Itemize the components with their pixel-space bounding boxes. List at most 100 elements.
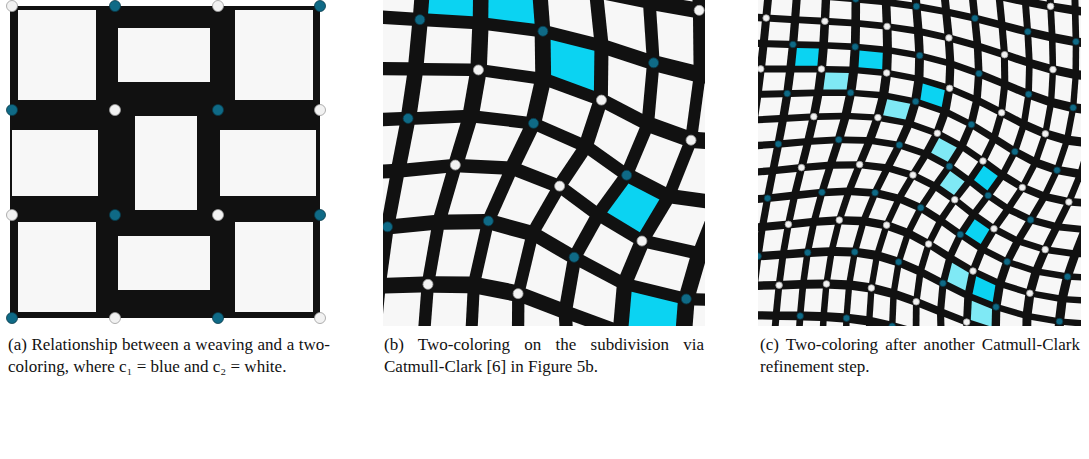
face-tile bbox=[1049, 108, 1069, 135]
vertex-dot bbox=[883, 70, 890, 77]
vertex-dot bbox=[970, 268, 977, 275]
vertex-dot bbox=[798, 164, 805, 171]
vertex-dot bbox=[315, 105, 326, 116]
face-tile bbox=[948, 0, 971, 14]
vertex-dot bbox=[980, 158, 987, 165]
face-tile bbox=[1063, 325, 1081, 326]
face-tile bbox=[853, 257, 873, 283]
face-tile bbox=[942, 117, 967, 142]
vertex-dot bbox=[763, 15, 770, 22]
face-tile bbox=[940, 171, 965, 195]
vertex-dot bbox=[946, 35, 953, 42]
face-tile bbox=[982, 51, 1002, 79]
vertex-dot bbox=[1070, 104, 1077, 111]
face-tile bbox=[836, 143, 864, 161]
vertex-dot bbox=[1047, 3, 1054, 10]
face-tile bbox=[407, 123, 461, 164]
vertex-dot bbox=[213, 105, 224, 116]
vertex-dot bbox=[315, 210, 326, 221]
face-tile bbox=[758, 20, 762, 40]
face-tile bbox=[828, 25, 851, 43]
vertex-dot bbox=[784, 90, 791, 97]
face-tile bbox=[802, 321, 820, 327]
face-tile bbox=[807, 144, 834, 164]
face-tile bbox=[383, 0, 416, 13]
face-tile bbox=[950, 93, 973, 119]
face-tile bbox=[762, 229, 784, 252]
vertex-dot bbox=[856, 161, 863, 168]
face-tile bbox=[919, 0, 942, 8]
face-tile bbox=[875, 122, 903, 142]
face-tile bbox=[974, 166, 998, 191]
face-tile bbox=[966, 130, 989, 156]
face-tile bbox=[987, 144, 1010, 170]
face-tile bbox=[383, 178, 390, 221]
face-tile bbox=[678, 148, 705, 195]
face-tile bbox=[480, 77, 534, 117]
vertex-dot bbox=[1066, 199, 1073, 206]
face-tile bbox=[583, 224, 633, 275]
face-tile bbox=[881, 230, 903, 257]
face-tile bbox=[1074, 178, 1081, 199]
face-tile bbox=[976, 0, 998, 20]
face-tile bbox=[920, 277, 939, 306]
face-tile bbox=[465, 123, 523, 161]
face-tile bbox=[896, 299, 913, 326]
face-tile bbox=[772, 172, 796, 194]
face-tile bbox=[526, 244, 568, 302]
vertex-dot bbox=[872, 189, 879, 196]
face-tile bbox=[436, 229, 481, 276]
face-tile bbox=[758, 203, 763, 225]
vertex-dot bbox=[450, 160, 460, 170]
face-tile bbox=[830, 256, 850, 280]
face-tile bbox=[387, 230, 431, 277]
vertex-dot bbox=[7, 210, 18, 221]
vertex-dot bbox=[963, 319, 970, 326]
face-tile bbox=[1079, 15, 1081, 40]
vertex-dot bbox=[946, 163, 953, 170]
vertex-dot bbox=[622, 170, 632, 180]
vertex-dot bbox=[1001, 51, 1008, 58]
vertex-dot bbox=[883, 222, 890, 229]
face-tile bbox=[880, 172, 907, 194]
face-tile bbox=[698, 84, 705, 135]
vertex-dot bbox=[913, 298, 920, 305]
face-tile bbox=[976, 105, 998, 133]
vertex-dot bbox=[694, 5, 704, 15]
vertex-dot bbox=[315, 313, 326, 324]
face-tile bbox=[1019, 130, 1041, 157]
vertex-dot bbox=[596, 95, 606, 105]
face-tile bbox=[497, 177, 550, 225]
vertex-dot bbox=[569, 252, 579, 262]
vertex-dot bbox=[315, 1, 326, 12]
vertex-dot bbox=[423, 279, 433, 289]
vertex-dot bbox=[940, 280, 947, 287]
face-tile bbox=[768, 22, 791, 41]
vertex-dot bbox=[972, 15, 979, 22]
face-tile bbox=[778, 146, 803, 167]
vertex-dot bbox=[764, 195, 771, 202]
vertex-dot bbox=[957, 231, 964, 238]
face-tile bbox=[758, 0, 764, 14]
face-tile bbox=[604, 0, 647, 53]
face-tile bbox=[869, 197, 895, 220]
face-tile bbox=[823, 72, 849, 89]
vertex-dot bbox=[1027, 290, 1034, 297]
band-ground bbox=[383, 0, 705, 326]
vertex-dot bbox=[895, 259, 902, 266]
face-tile bbox=[954, 69, 975, 95]
face-tile bbox=[851, 96, 878, 114]
face-tile bbox=[783, 120, 809, 140]
face-tile bbox=[951, 17, 974, 42]
vertex-dot bbox=[934, 130, 941, 137]
vertex-dot bbox=[1027, 217, 1034, 224]
face-tile bbox=[798, 23, 821, 42]
vertex-dot bbox=[916, 52, 923, 59]
face-tile bbox=[1064, 303, 1081, 321]
vertex-dots bbox=[7, 1, 326, 324]
vertex-dot bbox=[473, 65, 483, 75]
face-tile bbox=[758, 175, 768, 196]
face-tile bbox=[904, 180, 930, 204]
face-tile bbox=[765, 47, 788, 65]
face-tile bbox=[795, 48, 819, 66]
